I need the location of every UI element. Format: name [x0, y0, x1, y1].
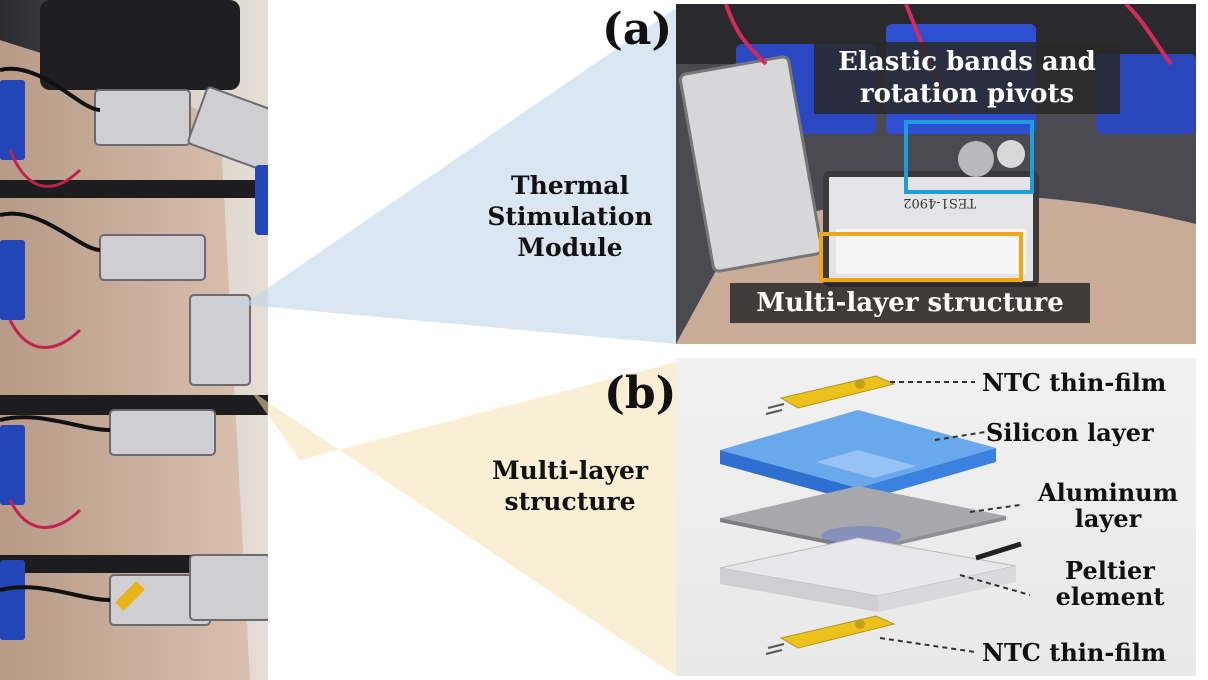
- multi-layer-line1: Multi-layer: [491, 456, 649, 485]
- label-ntc-bottom: NTC thin-film: [982, 638, 1167, 667]
- label-aluminum-layer: Aluminum layer: [1018, 480, 1198, 532]
- callout-multi-layer: Multi-layer structure: [730, 283, 1090, 323]
- panel-b-diagram: [676, 358, 1196, 676]
- label-ntc-top: NTC thin-film: [982, 368, 1167, 397]
- label-peltier-line2: element: [1055, 582, 1165, 611]
- peltier-element: [719, 537, 1022, 612]
- callout-elastic-bands-line1: Elastic bands and: [838, 47, 1096, 77]
- label-aluminum-line2: layer: [1074, 504, 1142, 533]
- thermal-stimulation-module-label: Thermal Stimulation Module: [470, 170, 670, 263]
- thermal-label-line3: Module: [517, 233, 623, 262]
- multi-layer-structure-label: Multi-layer structure: [470, 455, 670, 517]
- arm-photo-illustration: [0, 0, 268, 680]
- module-print: TES1-4902: [903, 195, 976, 210]
- thermal-label-line2: Stimulation: [487, 202, 653, 231]
- ntc-film-bottom: [765, 615, 896, 655]
- label-silicon-layer: Silicon layer: [986, 418, 1154, 447]
- callout-elastic-bands-line2: rotation pivots: [859, 79, 1075, 109]
- arm-photo: [0, 0, 268, 680]
- silicon-layer: [720, 410, 996, 502]
- label-peltier-element: Peltier element: [1030, 558, 1190, 610]
- callout-elastic-bands: Elastic bands and rotation pivots: [814, 42, 1120, 114]
- ntc-film-top: [765, 375, 896, 415]
- label-aluminum-line1: Aluminum: [1038, 478, 1178, 507]
- thermal-label-line1: Thermal: [510, 171, 629, 200]
- panel-a-tag: (a): [602, 4, 673, 55]
- exploded-layer-view: [719, 375, 1022, 655]
- label-peltier-line1: Peltier: [1065, 556, 1155, 585]
- multi-layer-line2: structure: [504, 487, 636, 516]
- panel-b-tag: (b): [604, 368, 677, 419]
